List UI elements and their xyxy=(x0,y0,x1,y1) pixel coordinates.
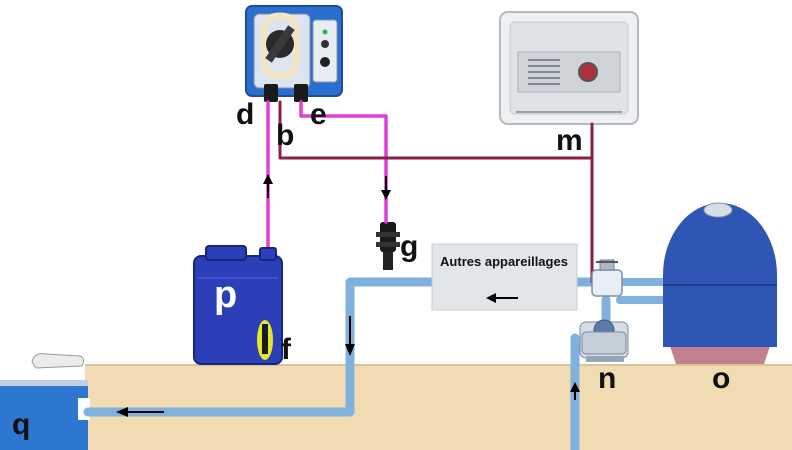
label-q: q xyxy=(12,408,30,441)
injector-icon xyxy=(376,222,400,270)
return-arrow xyxy=(345,316,355,356)
pool-edge-stone xyxy=(31,353,85,369)
canister-icon xyxy=(193,245,283,365)
electrical-box-icon xyxy=(499,11,639,125)
pool-coping xyxy=(0,380,88,386)
multiport-valve-icon xyxy=(591,259,623,297)
label-f: f xyxy=(281,333,292,366)
label-n: n xyxy=(598,362,616,395)
pool-water xyxy=(0,385,88,450)
circulation-pump-icon xyxy=(579,319,629,362)
flow-arrow-icon xyxy=(263,174,391,200)
label-g: g xyxy=(400,230,418,263)
other-equipment-label: Autres appareillages xyxy=(440,254,568,269)
pool-return-arrow xyxy=(116,407,164,417)
other-equipment-box: Autres appareillages xyxy=(431,243,578,311)
label-d: d xyxy=(236,98,254,131)
sand-filter-icon xyxy=(663,202,777,364)
label-m: m xyxy=(556,124,583,157)
suction-arrow xyxy=(570,382,580,400)
label-e: e xyxy=(310,98,327,131)
label-p: p xyxy=(214,274,237,316)
label-b: b xyxy=(276,119,294,152)
peristaltic-pump-icon xyxy=(245,5,343,102)
label-o: o xyxy=(712,362,730,395)
